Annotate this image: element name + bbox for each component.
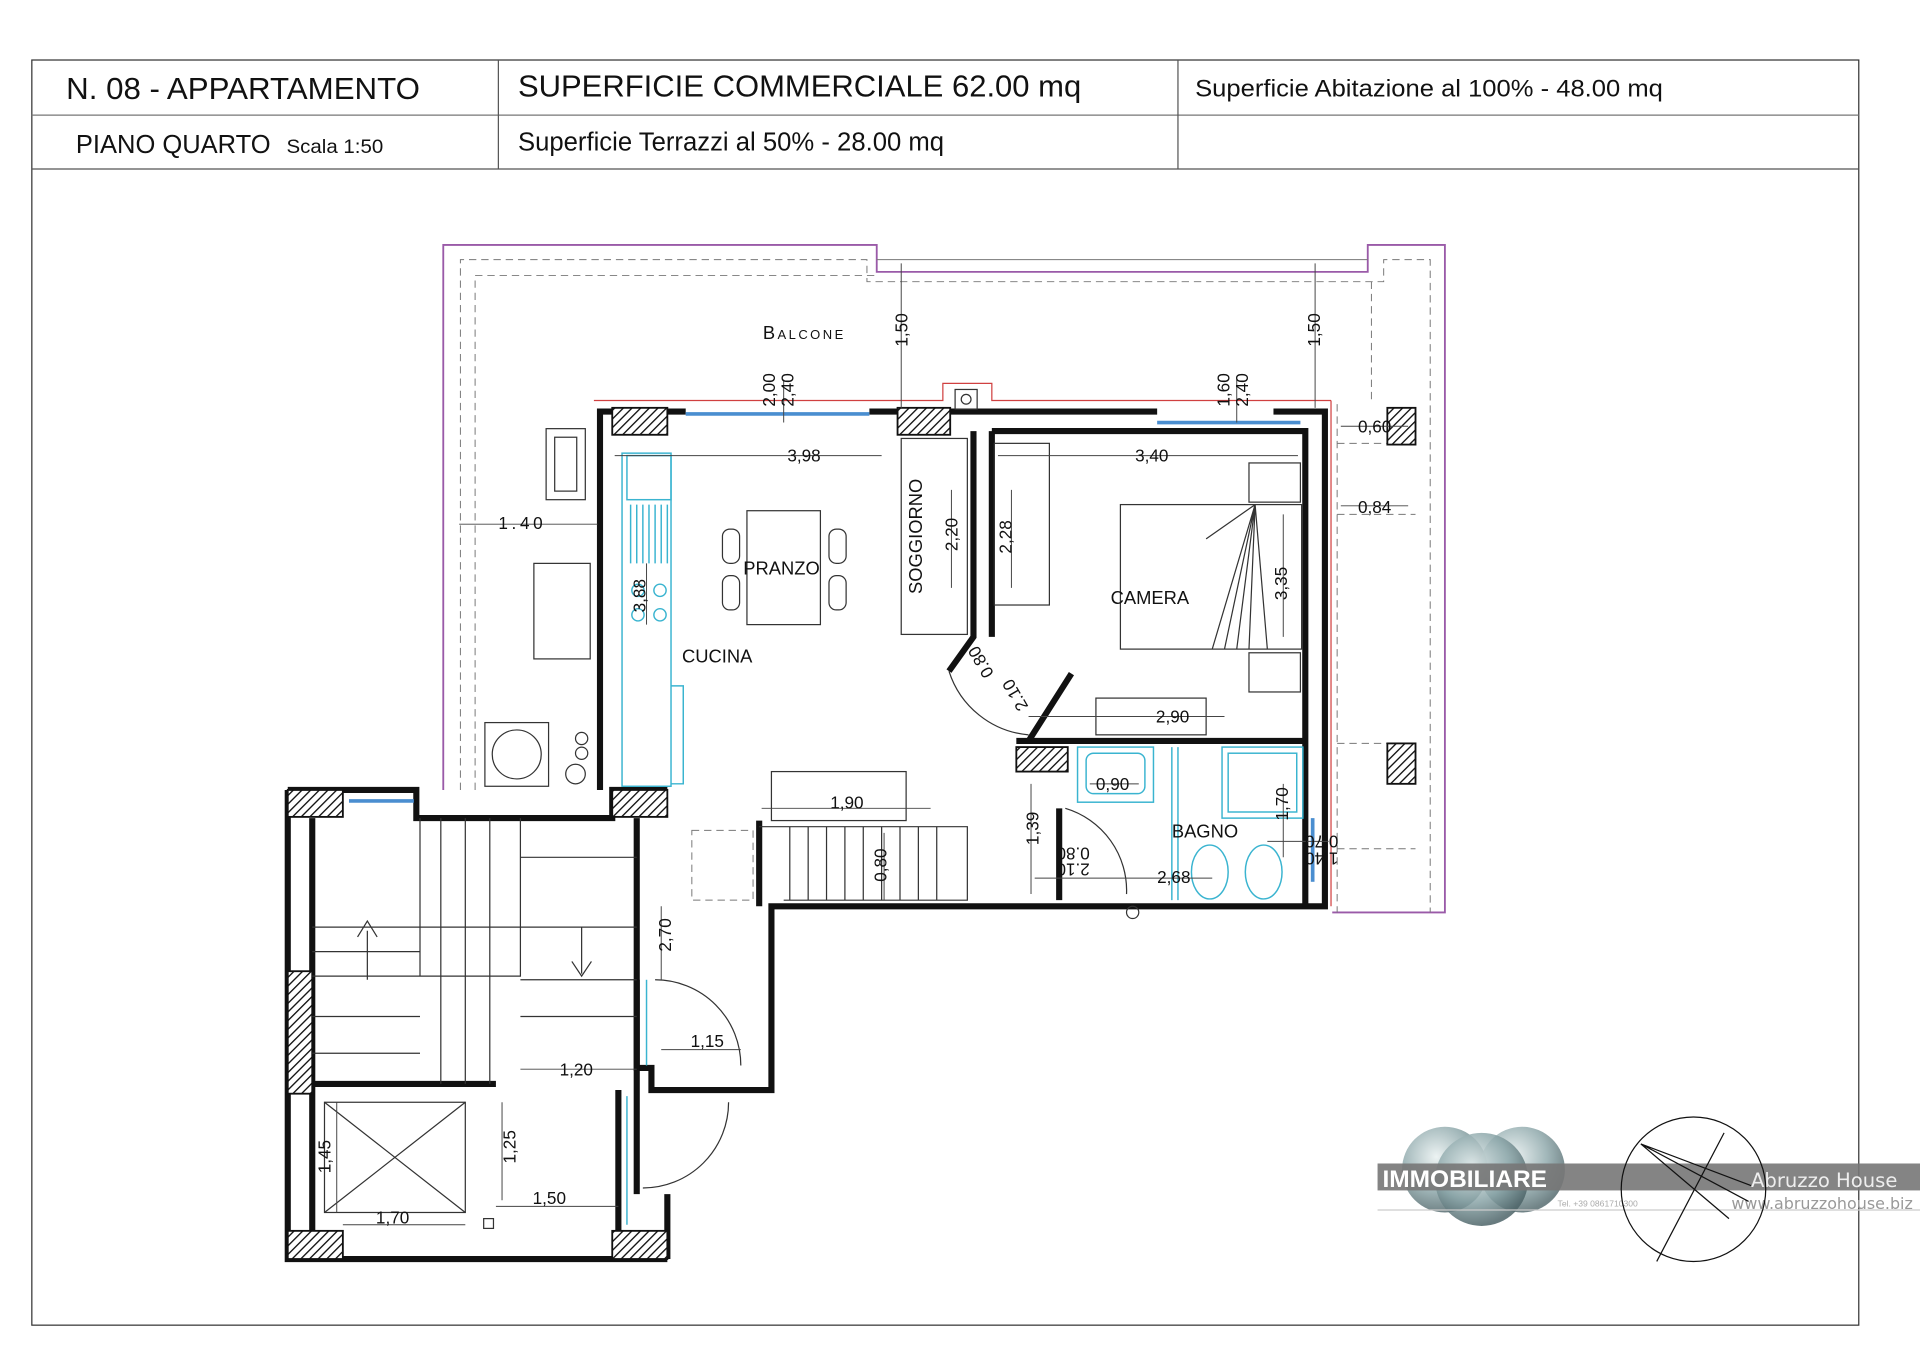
unit-title: N. 08 - APPARTAMENTO (66, 72, 420, 106)
dim-label: 2,70 (655, 918, 675, 951)
room-label-cucina: CUCINA (682, 646, 753, 667)
walls (284, 406, 1417, 1263)
dim-label: 3,35 (1271, 567, 1291, 600)
dim-label: 1,25 (500, 1130, 520, 1163)
dim-label: 1,15 (691, 1031, 724, 1051)
dim-label: 1,39 (1022, 812, 1042, 845)
balcony-outline (442, 244, 1446, 914)
dim-label: 1,50 (1304, 313, 1324, 346)
dim-label: 1,20 (560, 1059, 593, 1079)
logo-name: Abruzzo House (1751, 1169, 1897, 1192)
company-logo: IMMOBILIARE Abruzzo House Tel. +39 08617… (1377, 1126, 1920, 1226)
dim-label: 0,84 (1358, 497, 1392, 517)
dim-label: 3,40 (1135, 446, 1168, 466)
terrace-area: Superficie Terrazzi al 50% - 28.00 mq (518, 129, 944, 157)
dim-label: 2,40 (777, 373, 797, 406)
commercial-area: SUPERFICIE COMMERCIALE 62.00 mq (518, 70, 1081, 104)
dim-label: 2,00 (759, 373, 779, 406)
furniture (312, 388, 1304, 1230)
dim-label: 3,88 (629, 579, 649, 612)
living-area: Superficie Abitazione al 100% - 48.00 mq (1195, 76, 1663, 103)
dim-label: 0,60 (1358, 416, 1391, 436)
dim-label: 0.80 (1056, 844, 1089, 864)
dim-label: 0,90 (1096, 774, 1129, 794)
floor-label: PIANO QUARTO (76, 131, 271, 159)
scale-label: Scala 1:50 (287, 136, 384, 158)
dim-label: 1,70 (1272, 787, 1292, 820)
dim-label: 1,50 (533, 1188, 566, 1208)
dim-label: 2,20 (942, 518, 962, 551)
dim-label: 1,90 (830, 792, 863, 812)
dim-label: 1.40 (498, 513, 546, 533)
dim-label: 2.10 (998, 676, 1032, 715)
dim-label: 2,68 (1157, 867, 1190, 887)
logo-website: www.abruzzohouse.biz (1731, 1194, 1912, 1213)
dim-label: 1,50 (891, 313, 911, 346)
compass-icon (1620, 1116, 1767, 1263)
room-label-pranzo: PRANZO (743, 557, 820, 578)
title-block: N. 08 - APPARTAMENTO SUPERFICIE COMMERCI… (31, 59, 1860, 1326)
dim-label: 3,98 (787, 446, 820, 466)
room-labels: Balcone PRANZO SOGGIORNO CUCINA CAMERA B… (682, 322, 1238, 841)
dim-label: 1,45 (315, 1140, 335, 1173)
room-label-camera: CAMERA (1111, 587, 1190, 608)
room-label-balcone: Balcone (763, 322, 846, 343)
logo-brand: IMMOBILIARE (1382, 1166, 1547, 1193)
room-label-soggiorno: SOGGIORNO (905, 479, 926, 594)
dimension-labels: 1,50 1,50 2,00 2,40 1,60 2,40 3,98 3,40 … (315, 313, 1392, 1227)
room-label-bagno: BAGNO (1172, 821, 1238, 842)
dim-label: 1.40 (1305, 848, 1338, 868)
dim-label: 0.70 (1305, 831, 1338, 851)
logo-phone: Tel. +39 0861710300 (1558, 1198, 1638, 1208)
dim-label: 1,60 (1213, 373, 1233, 406)
dim-label: 2,28 (995, 520, 1015, 553)
dim-label: 2.10 (1056, 859, 1089, 879)
dimension-lines (336, 263, 1409, 1226)
dim-label: 1,70 (376, 1208, 409, 1228)
dim-label: 2,90 (1156, 707, 1189, 727)
dim-label: 2,40 (1232, 373, 1252, 406)
dim-label: 0,80 (871, 848, 891, 881)
